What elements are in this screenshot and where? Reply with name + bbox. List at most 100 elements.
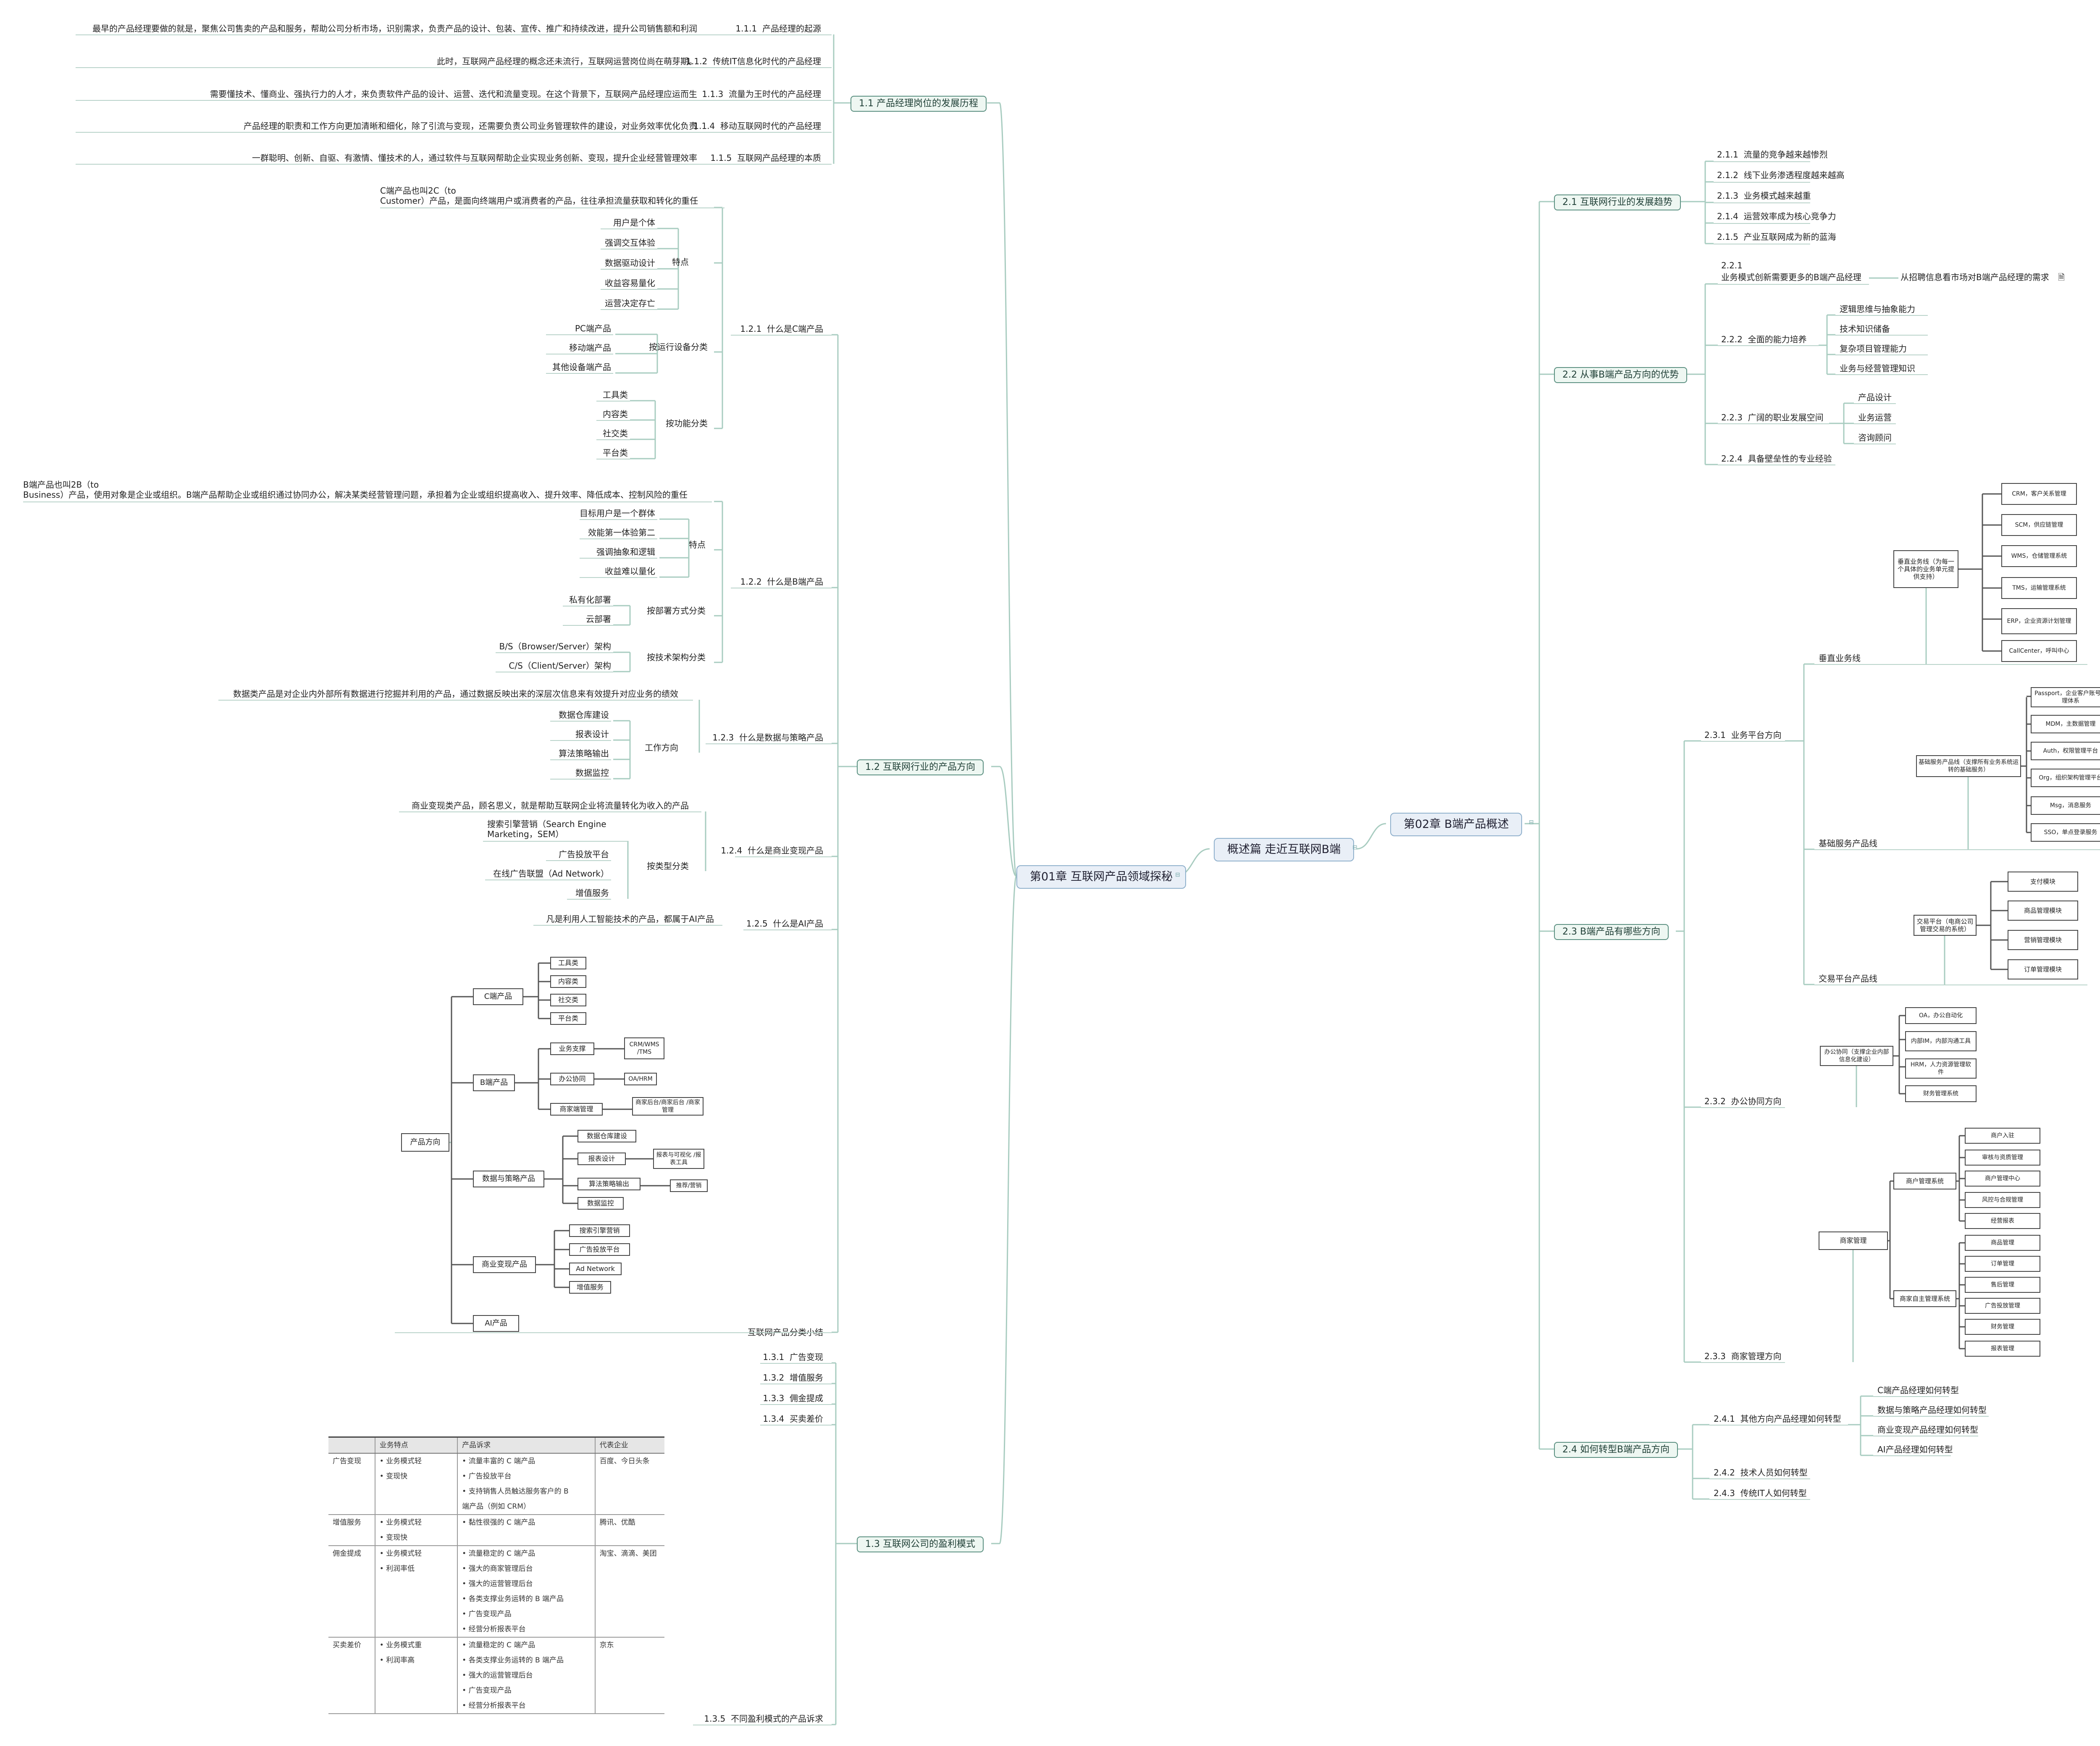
section-1-3-node[interactable]: 1.3 互联网公司的盈利模式 (857, 1536, 984, 1552)
merchant-system-item[interactable]: 商户入驻 (1965, 1128, 2040, 1144)
merchant-self-item[interactable]: 报表管理 (1965, 1341, 2040, 1357)
connector (999, 766, 1017, 877)
section-2-1-node[interactable]: 2.1 互联网行业的发展趋势 (1554, 194, 1681, 210)
diagram-d-item[interactable]: 报表设计 (578, 1153, 626, 1165)
topic-s124: 1.2.4 什么是商业变现产品 (721, 845, 823, 856)
merchant-self-box[interactable]: 商家自主管理系统 (1893, 1290, 1956, 1307)
b-feature-item: 目标用户是一个群体 (580, 508, 655, 518)
diagram-c-box[interactable]: C端产品 (473, 988, 523, 1005)
vertical-item-box[interactable]: CRM，客户关系管理 (2001, 483, 2077, 505)
diagram-m-item[interactable]: 增值服务 (569, 1281, 611, 1294)
label-c-features: 特点 (672, 257, 689, 267)
diagram-d-item[interactable]: 数据仓库建设 (578, 1130, 636, 1142)
base-item-box[interactable]: Passport，企业客户账号管理体系 (2031, 687, 2100, 707)
diagram-root-box[interactable]: 产品方向 (401, 1133, 449, 1152)
topic-underline (563, 606, 613, 607)
chapter-01-node[interactable]: 第01章 互联网产品领域探秘 (1016, 865, 1186, 889)
merchant-self-item[interactable]: 财务管理 (1965, 1319, 2040, 1335)
merchant-self-item[interactable]: 售后管理 (1965, 1277, 2040, 1293)
connector (999, 102, 1017, 877)
chapter-02-node[interactable]: 第02章 B端产品概述 (1390, 813, 1522, 836)
trade-item-box[interactable]: 营销管理模块 (2008, 930, 2078, 950)
diagram-d-leaf[interactable]: 推荐/营销 (670, 1179, 708, 1192)
collapse-minus-icon[interactable]: ⊟ (1352, 844, 1357, 851)
merchant-system-item[interactable]: 商户管理中心 (1965, 1171, 2040, 1187)
trade-item-box[interactable]: 商品管理模块 (2008, 901, 2078, 921)
trade-item-box[interactable]: 订单管理模块 (2008, 959, 2078, 979)
root-topic-node[interactable]: 概述篇 走近互联网B端 (1214, 838, 1354, 861)
b-arch-item: C/S（Client/Server）架构 (509, 661, 611, 671)
base-item-box[interactable]: Org，组织架构管理平台 (2031, 769, 2100, 787)
office-item-box[interactable]: HRM，人力资源管理软件 (1905, 1058, 1977, 1079)
diagram-b-item[interactable]: 商家端管理 (550, 1103, 603, 1116)
section-1-2-node[interactable]: 1.2 互联网行业的产品方向 (857, 759, 984, 775)
diagram-d-item[interactable]: 算法策略输出 (578, 1178, 640, 1190)
base-item-box[interactable]: Auth，权限管理平台 (2031, 742, 2100, 760)
merchant-system-box[interactable]: 商户管理系统 (1893, 1173, 1956, 1189)
diagram-m-item[interactable]: 广告投放平台 (569, 1243, 630, 1256)
diagram-b-leaf[interactable]: OA/HRM (624, 1073, 657, 1085)
topic-s134: 1.3.4 买卖差价 (763, 1414, 823, 1424)
diagram-b-item[interactable]: 办公协同 (550, 1073, 594, 1085)
diagram-d-box[interactable]: 数据与策略产品 (473, 1171, 544, 1187)
office-item-box[interactable]: OA，办公自动化 (1905, 1007, 1977, 1024)
base-line-box[interactable]: 基础服务产品线（支撑所有业务系统运转的基础服务） (1916, 755, 2021, 777)
trade-item-box[interactable]: 支付模块 (2008, 872, 2078, 892)
merchant-self-item[interactable]: 商品管理 (1965, 1235, 2040, 1251)
diagram-b-leaf[interactable]: 商家后台/商家后台 /商家管理 (632, 1097, 704, 1116)
topic-2-2-2-item: 复杂项目管理能力 (1840, 344, 1907, 354)
vertical-item-box[interactable]: ERP，企业资源计划管理 (2001, 608, 2077, 634)
diagram-c-item[interactable]: 社交类 (550, 994, 586, 1006)
vertical-item-box[interactable]: SCM，供应链管理 (2001, 514, 2077, 536)
merchant-self-item[interactable]: 订单管理 (1965, 1256, 2040, 1272)
vertical-item-box[interactable]: TMS，运输管理系统 (2001, 577, 2077, 599)
diagram-b-leaf[interactable]: CRM/WMS /TMS (624, 1037, 664, 1059)
base-item-box[interactable]: MDM，主数据管理 (2031, 715, 2100, 733)
trade-platform-box[interactable]: 交易平台（电商公司管理交易的系统） (1914, 915, 1977, 936)
diagram-ai-box[interactable]: AI产品 (473, 1315, 519, 1332)
diagram-b-box[interactable]: B端产品 (473, 1074, 515, 1091)
bullet-line: • 广告变现产品 (462, 1610, 512, 1618)
base-item-box[interactable]: SSO，单点登录服务 (2031, 823, 2100, 842)
topic-2-2-3-item: 产品设计 (1858, 392, 1892, 402)
collapse-minus-icon[interactable]: ⊟ (1529, 819, 1534, 826)
c-function-item: 社交类 (603, 428, 628, 438)
topic-underline (1854, 403, 1896, 404)
merchant-system-item[interactable]: 经营报表 (1965, 1213, 2040, 1229)
diagram-m-box[interactable]: 商业变现产品 (473, 1256, 536, 1273)
desc-s115: 一群聪明、创新、自驱、有激情、懂技术的人，通过软件与互联网帮助企业实现业务创新、… (252, 153, 697, 163)
bullet-line: • 流量稳定的 C 端产品 (462, 1549, 536, 1558)
base-item-box[interactable]: Msg，消息服务 (2031, 796, 2100, 815)
vertical-item-box[interactable]: WMS，仓储管理系统 (2001, 545, 2077, 567)
topic-trade: 交易平台产品线 (1819, 974, 1877, 984)
section-1-1-node[interactable]: 1.1 产品经理岗位的发展历程 (850, 96, 987, 112)
office-collab-box[interactable]: 办公协同（支撑企业内部信息化建设） (1820, 1046, 1893, 1066)
b-deploy-item: 云部署 (586, 614, 611, 624)
topic-s114: 1.1.4 移动互联网时代的产品经理 (693, 121, 821, 131)
topic-underline (760, 1404, 832, 1405)
topic-2-2-3-item: 咨询顾问 (1858, 433, 1892, 443)
merchant-system-item[interactable]: 审核与资质管理 (1965, 1150, 2040, 1166)
vertical-item-box[interactable]: CallCenter，呼叫中心 (2001, 640, 2077, 662)
diagram-c-item[interactable]: 内容类 (550, 975, 586, 988)
merchant-self-item[interactable]: 广告投放管理 (1965, 1298, 2040, 1314)
office-item-box[interactable]: 财务管理系统 (1905, 1085, 1977, 1102)
diagram-c-item[interactable]: 平台类 (550, 1012, 586, 1025)
diagram-m-item[interactable]: 搜索引擎营销 (569, 1224, 630, 1237)
merchant-system-item[interactable]: 风控与合规管理 (1965, 1192, 2040, 1208)
section-2-2-node[interactable]: 2.2 从事B端产品方向的优势 (1554, 367, 1688, 383)
merchant-mgmt-box[interactable]: 商家管理 (1819, 1231, 1888, 1250)
note-icon[interactable]: 🗎 (2058, 272, 2065, 282)
bullet-line: • 各类支撑业务运转的 B 端产品 (462, 1595, 564, 1603)
diagram-c-item[interactable]: 工具类 (550, 957, 586, 969)
diagram-m-item[interactable]: Ad Network (569, 1263, 622, 1275)
section-2-4-node[interactable]: 2.4 如何转型B端产品方向 (1554, 1442, 1678, 1458)
office-item-box[interactable]: 内部IM，内部沟通工具 (1905, 1031, 1977, 1051)
diagram-b-item[interactable]: 业务支撑 (550, 1042, 594, 1055)
diagram-d-item[interactable]: 数据监控 (578, 1197, 624, 1210)
section-2-3-node[interactable]: 2.3 B端产品有哪些方向 (1554, 924, 1669, 940)
collapse-minus-icon[interactable]: ⊟ (1175, 872, 1180, 878)
diagram-d-leaf[interactable]: 报表与可视化 /报表工具 (653, 1149, 704, 1169)
vertical-line-box[interactable]: 垂直业务线（为每一个具体的业务单元提供支持） (1893, 550, 1958, 588)
desc-s114: 产品经理的职责和工作方向更加清晰和细化，除了引流与变现，还需要负责公司业务管理软… (244, 121, 697, 131)
